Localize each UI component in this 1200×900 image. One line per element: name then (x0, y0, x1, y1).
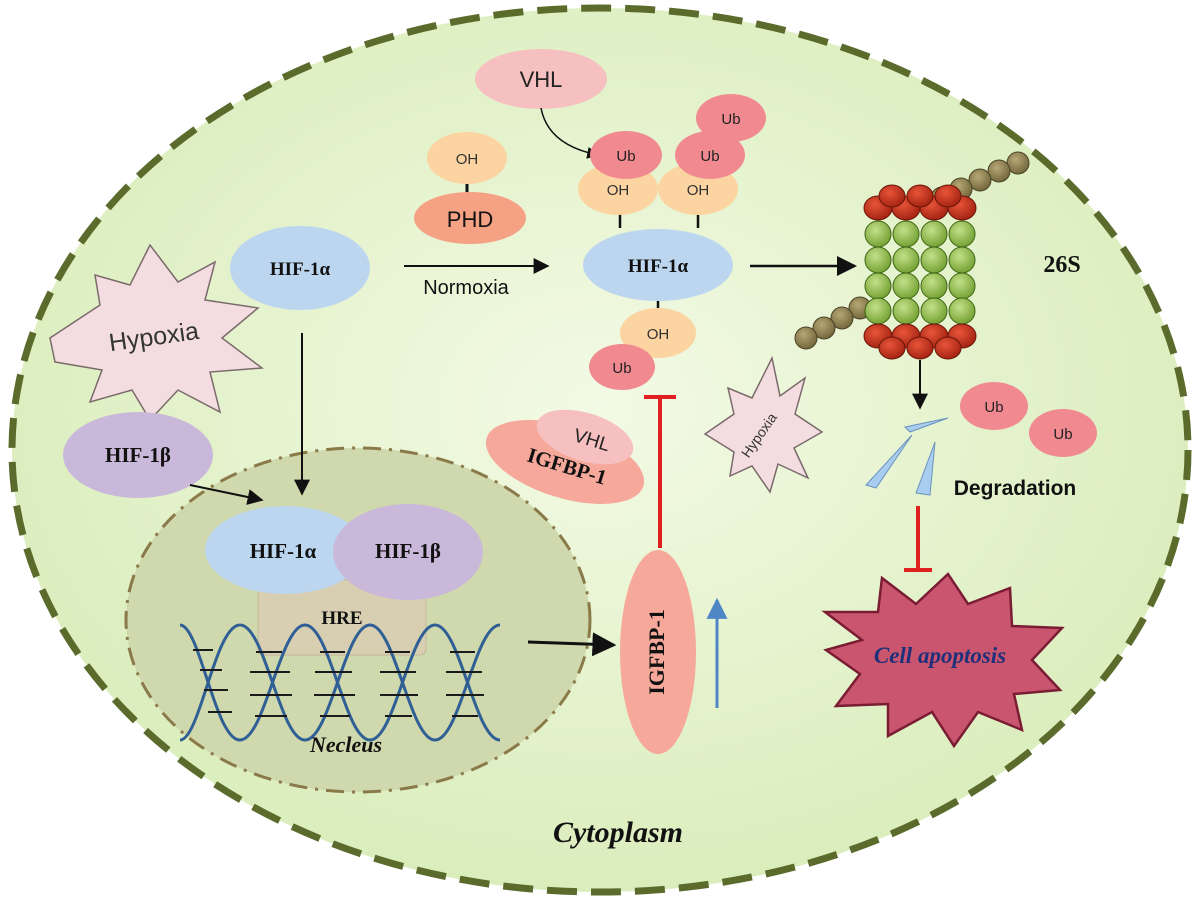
hif1b-left-label: HIF-1β (105, 443, 171, 467)
proteasome-26s (794, 151, 1030, 360)
proteasome-cap-top (863, 184, 977, 221)
ub-3-label: Ub (700, 148, 719, 165)
proteasome-core (864, 220, 976, 325)
cell-apoptosis-star (821, 572, 1065, 749)
oh-bottom (620, 308, 696, 358)
ub-4 (589, 344, 655, 390)
hif1a-center-label: HIF-1α (628, 256, 689, 277)
oh-left-label: OH (607, 182, 630, 199)
proteasome-cap-bottom (863, 323, 977, 360)
normoxia-label: Normoxia (423, 277, 509, 299)
peptide-fragments (865, 417, 949, 496)
oh-right-label: OH (687, 182, 710, 199)
ub-4-label: Ub (612, 360, 631, 377)
ub-6 (1029, 409, 1097, 457)
oh-bottom-label: OH (647, 326, 670, 343)
ub-6-label: Ub (1053, 426, 1072, 443)
hif1a-nucleus-label: HIF-1α (250, 539, 317, 563)
ub-3 (675, 131, 745, 179)
ub-2 (590, 131, 662, 179)
ub-5-label: Ub (984, 399, 1003, 416)
nucleus-label: Necleus (309, 732, 382, 757)
phd-enzyme (414, 192, 526, 244)
arrow-vhl-to-ub (540, 107, 600, 159)
hif1a-protein-top (230, 226, 370, 310)
igfbp1-vertical-label: IGFBP-1 (644, 609, 669, 695)
phd-label: PHD (447, 207, 493, 232)
dna-helix (179, 623, 501, 742)
hif1a-nucleus-protein (205, 506, 365, 594)
cell-apoptosis-label: Cell apoptosis (874, 643, 1006, 668)
arrow-nucleus-to-igfbp1 (527, 632, 617, 657)
hif1a-protein-center (583, 229, 733, 301)
proteasome-label: 26S (1043, 252, 1080, 278)
hif1b-protein-left (63, 412, 213, 498)
dna-base-pairs (193, 649, 484, 717)
hif1b-nucleus-protein (333, 504, 483, 600)
hif1a-top-label: HIF-1α (270, 259, 331, 280)
igfbp1-protein-vertical (620, 550, 696, 754)
hypoxia-star-small (703, 355, 824, 494)
cytoplasm-label: Cytoplasm (553, 816, 683, 849)
hre-label: HRE (321, 608, 362, 629)
ub-1-label: Ub (721, 111, 740, 128)
hif1b-nucleus-label: HIF-1β (375, 539, 441, 563)
degradation-label: Degradation (954, 477, 1077, 500)
vhl-top (475, 49, 607, 109)
ub-2-label: Ub (616, 148, 635, 165)
arrow-hif1b-to-nucleus (189, 484, 264, 505)
ub-5 (960, 382, 1028, 430)
ub-1 (696, 94, 766, 142)
hypoxia-star-left (49, 243, 265, 422)
vhl-top-label: VHL (520, 67, 563, 92)
oh-phd (427, 132, 507, 184)
vhl-complex (536, 409, 634, 465)
oh-phd-label: OH (456, 151, 479, 168)
